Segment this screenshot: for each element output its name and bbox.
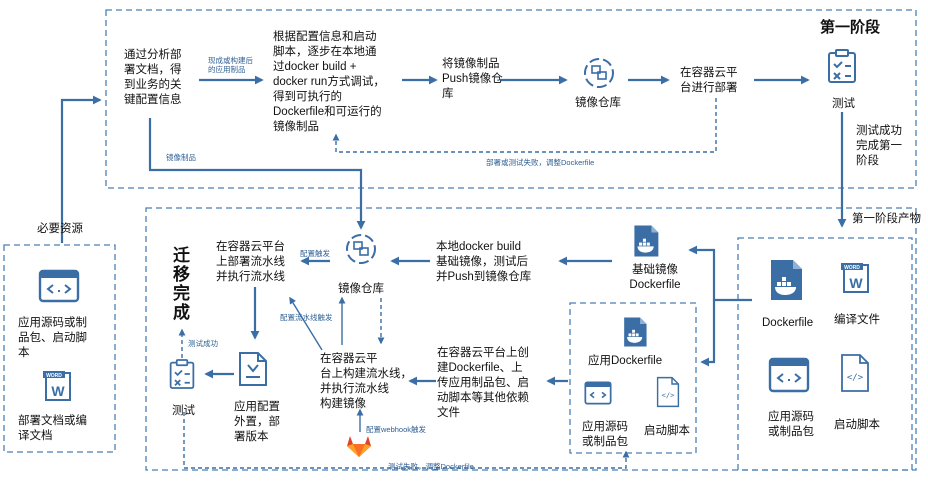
- svg-text:WORD: WORD: [844, 265, 860, 271]
- registry2-icon: [344, 232, 378, 271]
- arrow-outputs-basedf: [688, 245, 752, 302]
- test2-checklist-icon: [168, 358, 196, 395]
- note-pipeline-trigger: 配置流水线触发: [280, 313, 333, 322]
- note-existing-artifact: 现成或构建后的应用制品: [208, 56, 253, 74]
- dockerfile-icon: [768, 258, 804, 307]
- app-config-text: 应用配置外置，部署版本: [234, 401, 280, 443]
- app-dockerfile-icon: [622, 316, 648, 353]
- note-stage1-fail: 部署或测试失败，调整Dockerfile: [486, 158, 595, 167]
- arrow-stage2-fail: [183, 412, 630, 469]
- outputs-script: 启动脚本: [834, 419, 880, 431]
- svg-text:W: W: [849, 275, 863, 291]
- download-doc-icon: [238, 351, 268, 392]
- resources-label: 必要资源: [37, 223, 83, 235]
- arrow-stage1-fail: [332, 98, 717, 153]
- stage1-registry-label: 镜像仓库: [575, 97, 621, 109]
- note-image-artifact: 镜像制品: [166, 153, 196, 162]
- arrow-resources-up: [60, 95, 102, 243]
- app-script-label: 启动脚本: [644, 425, 690, 437]
- stage1-deploy-text: 在容器云平台进行部署: [680, 67, 738, 94]
- svg-text:W: W: [51, 383, 65, 399]
- script-file-icon: </>: [840, 353, 870, 398]
- svg-text:WORD: WORD: [46, 373, 62, 379]
- registry2-label: 镜像仓库: [338, 283, 384, 295]
- registry-icon: [582, 56, 616, 95]
- outputs-title: 第一阶段产物: [852, 213, 921, 225]
- note-config-trigger: 配置触发: [300, 249, 330, 258]
- base-dockerfile-icon: [632, 224, 660, 263]
- stage1-build-text: 根据配置信息和启动脚本，逐步在本地通过docker build +docker …: [273, 31, 385, 133]
- arrow-buildpipe-deploy: [289, 296, 323, 351]
- arrow-outputs-appdf: [700, 300, 716, 367]
- outputs-compile: 编译文件: [834, 314, 880, 326]
- deploy-pipeline-text: 在容器云平台上部署流水线并执行流水线: [216, 241, 285, 283]
- stage1-analyze-text: 通过分析部署文档，得到业务的关键配置信息: [124, 49, 182, 106]
- resources-box: [3, 244, 116, 453]
- svg-text:</>: </>: [847, 373, 864, 383]
- app-files-box: [569, 302, 697, 454]
- app-dockerfile-label: 应用Dockerfile: [588, 355, 663, 367]
- compile-word-icon: WORD W: [840, 262, 870, 299]
- resources-docs-text: 部署文档或编译文档: [18, 415, 87, 442]
- svg-text:</>: </>: [662, 391, 676, 400]
- app-script-icon: </>: [656, 376, 680, 413]
- resources-source-text: 应用源码或制品包、启动脚本: [18, 317, 87, 359]
- stage1-test-label: 测试: [832, 98, 855, 110]
- outputs-code-icon: [768, 356, 810, 399]
- build-pipeline-text: 在容器云平台上构建流水线，并执行流水线构建镜像: [320, 353, 412, 410]
- create-files-text: 在容器云平台上创建Dockerfile、上传应用制品包、启动脚本等其他依赖文件: [437, 347, 529, 419]
- stage1-title: 第一阶段: [820, 19, 881, 36]
- stage1-box: [105, 9, 917, 189]
- app-source-label: 应用源码或制品包: [582, 421, 628, 448]
- outputs-box: [737, 237, 913, 471]
- stage2-box: [145, 207, 917, 471]
- test2-label: 测试: [172, 405, 195, 417]
- success-note: 测试成功完成第一阶段: [856, 125, 902, 167]
- word-doc-icon: WORD W: [42, 370, 72, 407]
- note-test-success: 测试成功: [188, 339, 218, 348]
- outputs-dockerfile: Dockerfile: [762, 317, 814, 329]
- note-stage2-fail: 测试失败，调整Dockerfile: [388, 462, 474, 471]
- checklist-icon: [826, 48, 858, 89]
- app-source-code-icon: [584, 380, 612, 411]
- migrate-complete: 迁移完成: [173, 246, 190, 322]
- arrow-artifact-registry: [148, 118, 366, 230]
- code-window-icon: [38, 268, 80, 309]
- gitlab-icon: [346, 434, 372, 463]
- outputs-source: 应用源码或制品包: [768, 411, 814, 438]
- note-webhook: 配置webhook触发: [366, 425, 427, 434]
